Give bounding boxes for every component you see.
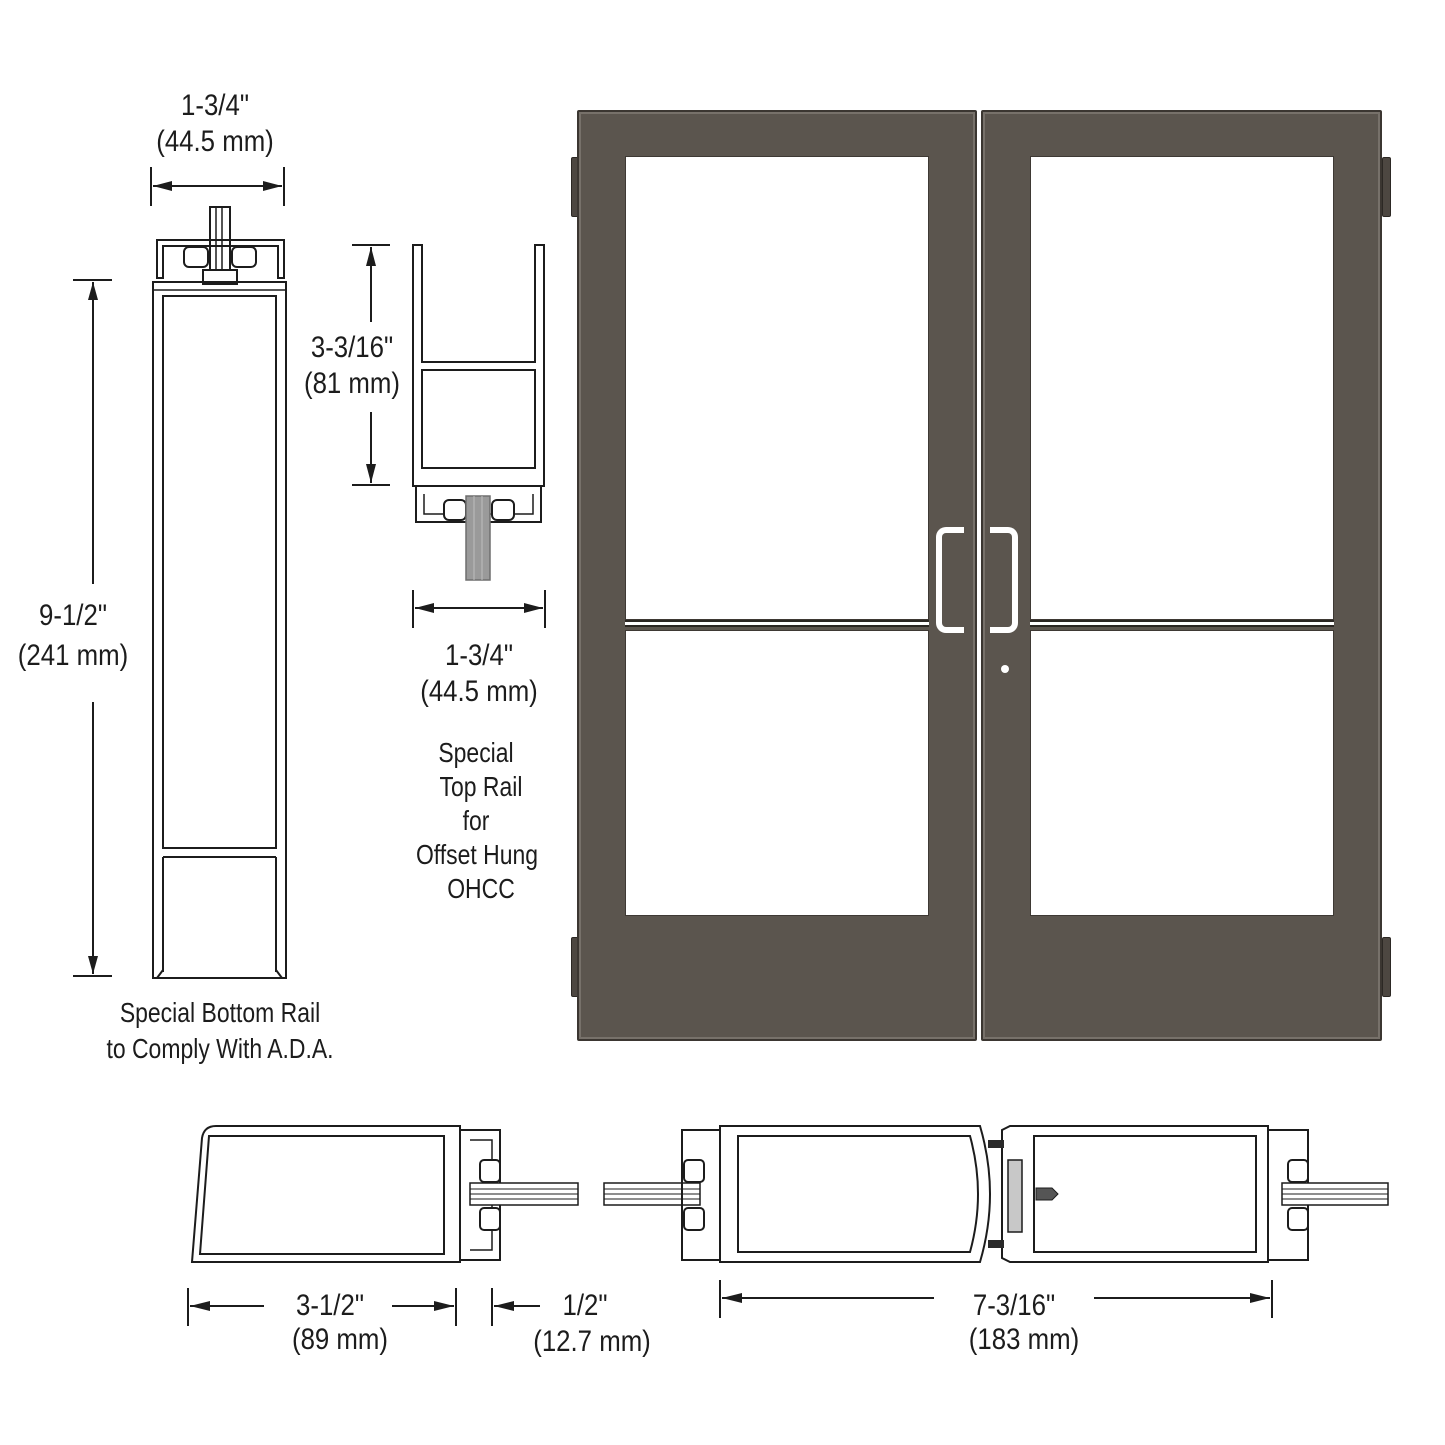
wide-stile-dim-metric: (89 mm): [291, 1323, 389, 1356]
top-rail-height-metric: (81 mm): [303, 367, 401, 400]
bottom-rail-caption-line2: to Comply With A.D.A.: [106, 1033, 334, 1064]
top-rail-height-imperial: 3-3/16": [310, 331, 394, 364]
top-rail-caption-line3: for: [462, 805, 490, 836]
top-rail-caption-line5: OHCC: [447, 873, 515, 904]
glass-upper-right: [1030, 156, 1334, 620]
top-rail-width-metric: (44.5 mm): [420, 675, 538, 708]
top-rail-caption-line1: Special: [438, 737, 514, 768]
bottom-rail-height-metric: (241 mm): [17, 639, 129, 672]
glass-lower-left: [625, 630, 929, 916]
mid-rail-right: [1030, 620, 1334, 627]
top-rail-width-imperial: 1-3/4": [445, 639, 513, 672]
bottom-rail-width-metric: (44.5 mm): [156, 125, 274, 158]
glass-offset-dim-imperial: 1/2": [562, 1289, 608, 1322]
bottom-rail-caption-line1: Special Bottom Rail: [119, 997, 321, 1028]
glass-upper-left: [625, 156, 929, 620]
meeting-stile-dim-imperial: 7-3/16": [972, 1289, 1056, 1322]
wide-stile-dim-imperial: 3-1/2": [296, 1289, 364, 1322]
pull-handle-right[interactable]: [990, 527, 1018, 633]
bottom-rail-width-imperial: 1-3/4": [181, 89, 249, 122]
top-rail-caption-line4: Offset Hung: [415, 839, 539, 870]
glass-lower-right: [1030, 630, 1334, 916]
lock-keyhole-icon: [1001, 665, 1009, 673]
top-pivot-right: [1382, 157, 1391, 217]
door-leaf-right: [981, 110, 1382, 1041]
glass-offset-dim-metric: (12.7 mm): [533, 1325, 651, 1358]
mid-rail-left: [625, 620, 929, 627]
bottom-rail-height-imperial: 9-1/2": [39, 599, 107, 632]
door-leaf-left: [577, 110, 977, 1041]
meeting-stile-dim-metric: (183 mm): [968, 1323, 1080, 1356]
top-rail-caption-line2: Top Rail: [439, 771, 523, 802]
bottom-pivot-right: [1382, 937, 1391, 997]
pull-handle-left[interactable]: [936, 527, 964, 633]
